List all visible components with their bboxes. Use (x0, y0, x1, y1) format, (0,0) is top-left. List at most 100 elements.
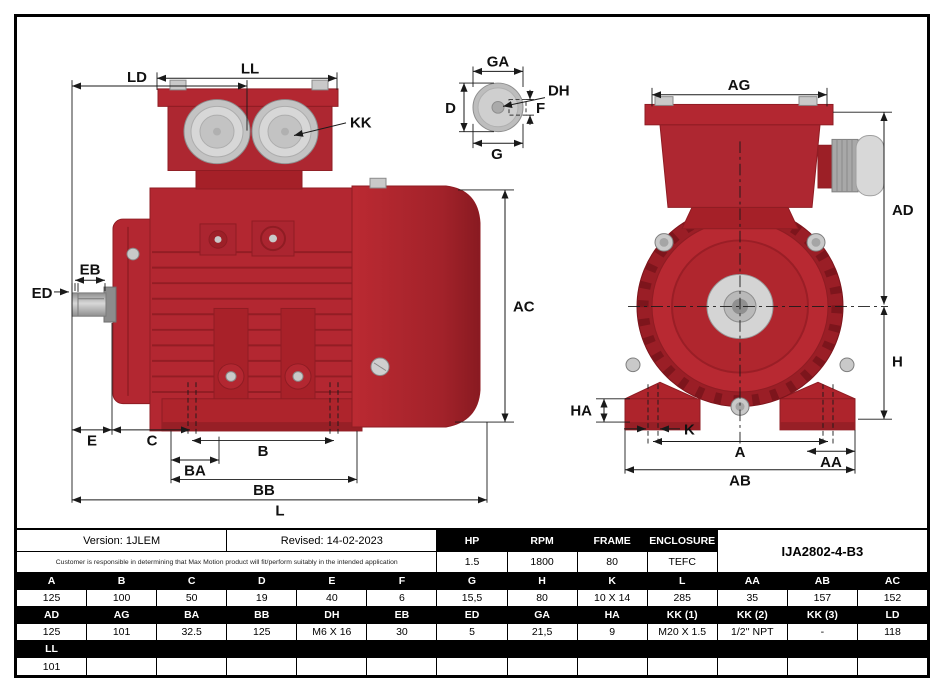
dim-header: EB (367, 607, 437, 623)
dim-header: C (157, 573, 227, 589)
dim-label-ha: HA (570, 403, 592, 419)
dim-header: AG (87, 607, 157, 623)
dim-header: L (647, 573, 717, 589)
motor-drawing-svg: LD LL KK EB ED AC E C (32, 55, 914, 520)
spec-header-hp: HP (437, 530, 507, 551)
cable-gland-right (251, 99, 319, 165)
terminal-box-flange (157, 88, 339, 107)
dim-value: 118 (857, 624, 927, 640)
dim-value (787, 658, 857, 675)
dim-header: E (297, 573, 367, 589)
dim-header: DH (297, 607, 367, 623)
dim-label-ab: AB (729, 473, 751, 489)
dim-header (857, 641, 927, 657)
dim-label-ed: ED (32, 286, 53, 302)
disclaimer-text: Customer is responsible in determining t… (17, 552, 437, 572)
dim-label-b: B (258, 444, 269, 460)
dim-header: AA (717, 573, 787, 589)
front-view: AG AD H HA K A AA AB (570, 78, 914, 489)
dim-header (787, 641, 857, 657)
dim-label-ll: LL (241, 62, 259, 78)
shaft-end-view: GA D G F DH (445, 55, 569, 163)
dim-value: 50 (157, 590, 227, 606)
dim-label-bb: BB (253, 483, 275, 499)
dim-header (367, 641, 437, 657)
dim-value (717, 658, 787, 675)
dim-value (87, 658, 157, 675)
dim-header: B (87, 573, 157, 589)
version-cell: Version: 1JLEM (17, 530, 227, 551)
dim-value: 125 (17, 624, 87, 640)
dim-value: 6 (367, 590, 437, 606)
dim-header (507, 641, 577, 657)
dim-header (647, 641, 717, 657)
cable-gland-left (183, 99, 251, 165)
dim-header (157, 641, 227, 657)
dim-header: AD (17, 607, 87, 623)
dim-header: KK (1) (647, 607, 717, 623)
fan-cover (351, 185, 481, 428)
dim-header: LD (857, 607, 927, 623)
dim-value (507, 658, 577, 675)
dim-header: H (507, 573, 577, 589)
dim-header: G (437, 573, 507, 589)
dim-header: BB (227, 607, 297, 623)
dim-value: - (787, 624, 857, 640)
spec-header-rpm: RPM (507, 530, 577, 551)
spec-value-rpm: 1800 (507, 552, 577, 572)
side-view: LD LL KK EB ED AC E C (32, 62, 535, 520)
cooling-fins (152, 251, 352, 393)
dim-value: 157 (787, 590, 857, 606)
dim-value: 21,5 (507, 624, 577, 640)
dim-label-ag: AG (728, 78, 750, 94)
dim-value: 9 (577, 624, 647, 640)
dim-label-kk: KK (350, 116, 372, 132)
dim-value (297, 658, 367, 675)
drain-plug (126, 247, 140, 261)
dim-label-ld: LD (127, 70, 147, 86)
dim-label-k: K (684, 423, 695, 439)
dim-value: M20 X 1.5 (647, 624, 717, 640)
dim-header: LL (17, 641, 87, 657)
dim-label-ba: BA (184, 464, 206, 480)
drawing-frame: LD LL KK EB ED AC E C (14, 14, 930, 678)
dim-header (577, 641, 647, 657)
spec-header-frame: FRAME (577, 530, 647, 551)
revised-cell: Revised: 14-02-2023 (227, 530, 437, 551)
technical-drawing: LD LL KK EB ED AC E C (17, 17, 927, 528)
dim-header: D (227, 573, 297, 589)
dim-value: 5 (437, 624, 507, 640)
dim-label-ac: AC (513, 300, 535, 316)
dim-label-c: C (147, 434, 158, 450)
dim-value (647, 658, 717, 675)
dim-value: 125 (227, 624, 297, 640)
dim-header: KK (3) (787, 607, 857, 623)
dim-value (577, 658, 647, 675)
dim-header: AC (857, 573, 927, 589)
dim-label-a: A (735, 445, 746, 461)
dim-header: ED (437, 607, 507, 623)
dim-header (297, 641, 367, 657)
dim-value: 1/2'' NPT (717, 624, 787, 640)
keyway (508, 99, 527, 116)
dim-header (87, 641, 157, 657)
dim-value: 80 (507, 590, 577, 606)
dim-header: K (577, 573, 647, 589)
spec-value-enclosure: TEFC (647, 552, 717, 572)
model-number: IJA2802-4-B3 (717, 530, 927, 572)
dim-header: AB (787, 573, 857, 589)
dim-header (717, 641, 787, 657)
dim-value (157, 658, 227, 675)
dim-value: M6 X 16 (297, 624, 367, 640)
dim-value (367, 658, 437, 675)
cable-gland-front (831, 138, 859, 193)
flange-bolt (311, 79, 329, 91)
shaft (71, 292, 107, 317)
dimension-table: Version: 1JLEM Revised: 14-02-2023 HP RP… (17, 528, 927, 675)
dim-label-e: E (87, 434, 97, 450)
dim-label-h: H (892, 355, 903, 371)
spec-header-enclosure: ENCLOSURE (647, 530, 717, 551)
flange-bolt (169, 79, 187, 91)
spec-value-hp: 1.5 (437, 552, 507, 572)
